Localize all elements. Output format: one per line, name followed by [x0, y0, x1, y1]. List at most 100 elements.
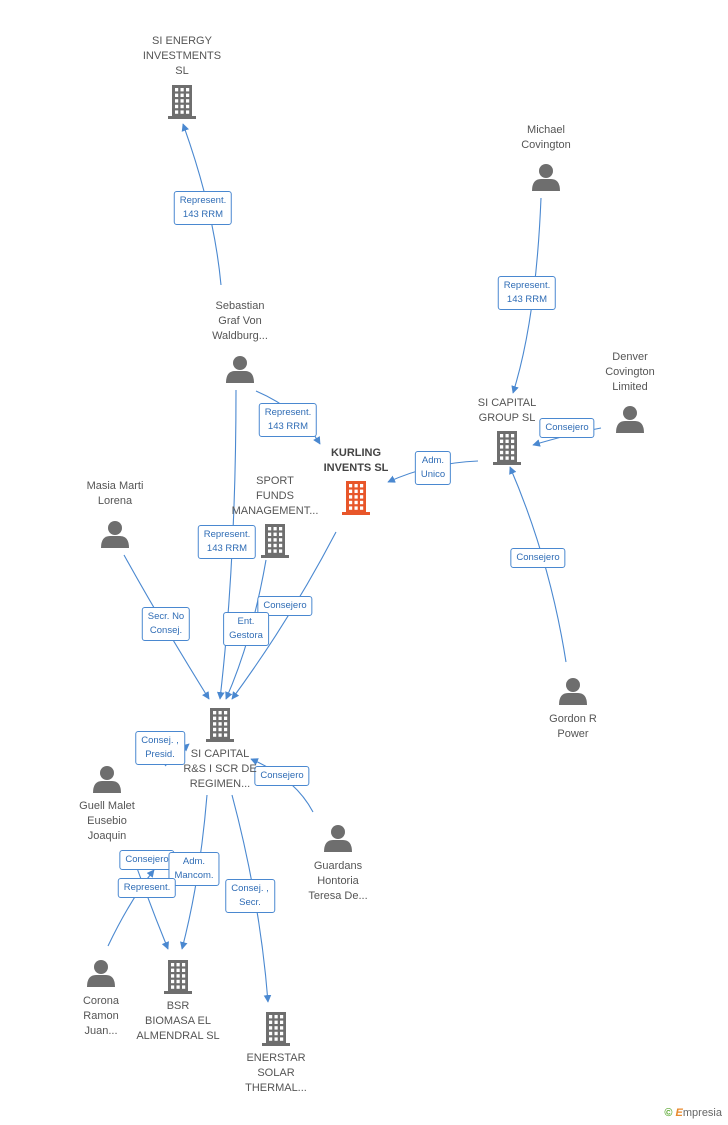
- edge-label-line: Gestora: [229, 630, 263, 641]
- edge-label-guardans-to-si_capital_rs[interactable]: Consejero: [254, 766, 310, 786]
- node-label-sport_funds[interactable]: SPORT FUNDS MANAGEMENT...: [205, 474, 345, 519]
- edge-label-line: Presid.: [145, 749, 175, 760]
- edge-label-sebastian-to-kurling[interactable]: Represent.143 RRM: [258, 403, 318, 437]
- node-label-line: SI CAPITAL: [477, 397, 537, 409]
- person-icon-michael[interactable]: [532, 164, 560, 191]
- edge-label-line: Consej. ,: [231, 883, 269, 894]
- node-label-line: Michael: [527, 124, 565, 136]
- edge-label-line: Secr. No: [147, 611, 185, 622]
- node-label-line: SI CAPITAL: [190, 748, 250, 760]
- building-icon-si_capital_rs[interactable]: [206, 708, 234, 742]
- edge-label-guell-to-si_capital_rs[interactable]: Consej. ,Presid.: [135, 731, 185, 765]
- node-label-si_capital_group[interactable]: SI CAPITAL GROUP SL: [437, 396, 577, 426]
- node-label-line: SOLAR: [257, 1067, 295, 1079]
- node-label-line: Denver: [612, 351, 648, 363]
- edge-label-line: Represent.: [203, 529, 251, 540]
- edge-label-si_capital_group-to-kurling[interactable]: Adm. Unico: [414, 451, 452, 485]
- edge-label-guell-to-bsr[interactable]: Consejero: [119, 850, 175, 870]
- copyright-icon: ©: [664, 1107, 673, 1119]
- node-label-line: Teresa De...: [308, 890, 368, 902]
- node-label-line: INVENTS SL: [323, 462, 389, 474]
- node-label-line: Ramon: [83, 1010, 119, 1022]
- person-icon-guell[interactable]: [93, 766, 121, 793]
- edge-kurling-to-si_capital_rs: [231, 531, 337, 700]
- edge-label-line: Consejero: [260, 770, 304, 781]
- edge-label-line: Mancom.: [174, 870, 214, 881]
- node-label-line: FUNDS: [256, 490, 294, 502]
- node-label-line: Lorena: [97, 495, 133, 507]
- edge-label-line: Secr.: [239, 897, 261, 908]
- edge-label-sport_funds-to-si_capital_rs[interactable]: Ent. Gestora: [223, 612, 269, 646]
- edge-corona-to-bsr: [107, 869, 155, 947]
- node-label-line: R&S I SCR DE: [183, 763, 257, 775]
- edge-label-gordon-to-si_capital_group[interactable]: Consejero: [510, 548, 566, 568]
- node-label-line: SPORT: [256, 475, 294, 487]
- person-icon-masia[interactable]: [101, 521, 129, 548]
- person-icon-denver[interactable]: [616, 406, 644, 433]
- edge-label-line: Unico: [420, 469, 446, 480]
- edge-label-line: 143 RRM: [267, 421, 309, 432]
- building-icon-si_energy[interactable]: [168, 85, 196, 119]
- building-icon-bsr[interactable]: [164, 960, 192, 994]
- edge-label-si_capital_rs-to-bsr[interactable]: Adm. Mancom.: [168, 852, 220, 886]
- node-label-line: Waldburg...: [212, 330, 268, 342]
- node-label-line: Sebastian: [215, 300, 265, 312]
- person-icon-sebastian[interactable]: [226, 356, 254, 383]
- node-label-line: REGIMEN...: [189, 778, 251, 790]
- edge-label-line: Represent.: [503, 280, 551, 291]
- edge-label-line: Ent.: [237, 616, 255, 627]
- edge-label-sebastian-to-si_energy[interactable]: Represent. 143 RRM: [173, 191, 233, 225]
- edge-label-line: Adm.: [421, 455, 445, 466]
- node-label-line: Juan...: [84, 1025, 118, 1037]
- node-label-si_capital_rs[interactable]: SI CAPITAL R&S I SCR DE REGIMEN...: [150, 747, 290, 792]
- edge-label-line: Consejero: [516, 552, 560, 563]
- node-label-line: GROUP SL: [478, 412, 536, 424]
- building-icon-enerstar[interactable]: [262, 1012, 290, 1046]
- edge-label-line: Adm.: [182, 856, 206, 867]
- person-icon-corona[interactable]: [87, 960, 115, 987]
- node-label-line: INVESTMENTS: [142, 50, 222, 62]
- edge-label-denver-to-si_capital_group[interactable]: Consejero: [539, 418, 595, 438]
- node-label-line: Covington: [605, 366, 655, 378]
- building-icon-kurling[interactable]: [342, 481, 370, 515]
- edge-label-line: Consejero: [263, 600, 307, 611]
- node-label-line: Masia Marti: [86, 480, 144, 492]
- edge-label-line: Consejero: [545, 422, 589, 433]
- edge-label-sebastian-to-si_capital_rs[interactable]: Represent.143 RRM: [197, 525, 257, 559]
- building-icon-sport_funds[interactable]: [261, 524, 289, 558]
- person-icon-gordon[interactable]: [559, 678, 587, 705]
- node-label-line: Covington: [521, 139, 571, 151]
- person-icon-guardans[interactable]: [324, 825, 352, 852]
- edge-label-line: 143 RRM: [506, 294, 548, 305]
- edge-label-corona-to-bsr[interactable]: Represent.: [117, 878, 177, 898]
- edge-label-kurling-to-si_capital_rs[interactable]: Consejero: [257, 596, 313, 616]
- node-label-line: THERMAL...: [245, 1082, 307, 1094]
- edge-label-line: Consejero: [125, 854, 169, 865]
- building-icon-si_capital_group[interactable]: [493, 431, 521, 465]
- brand-watermark: © Empresia: [664, 1107, 722, 1119]
- edge-label-si_capital_rs-to-enerstar[interactable]: Consej. , Secr.: [225, 879, 275, 913]
- node-label-line: Limited: [612, 381, 648, 393]
- edge-label-line: Represent.: [123, 882, 171, 893]
- edge-label-line: Represent.: [179, 195, 227, 206]
- edge-label-michael-to-si_capital_group[interactable]: Represent. 143 RRM: [497, 276, 557, 310]
- edge-label-line: 143 RRM: [182, 209, 224, 220]
- node-label-line: MANAGEMENT...: [231, 505, 319, 517]
- node-label-line: ALMENDRAL SL: [136, 1030, 220, 1042]
- brand-name: mpresia: [682, 1107, 722, 1119]
- node-label-line: BSR: [166, 1000, 190, 1012]
